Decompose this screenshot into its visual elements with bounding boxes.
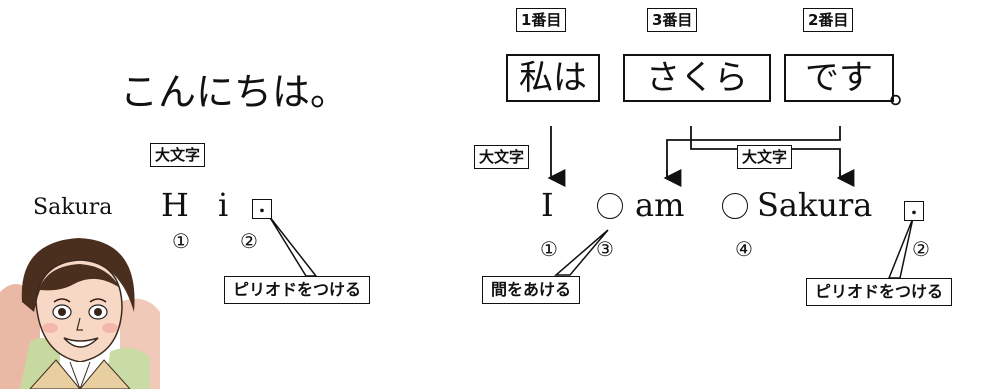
word-box-watashiha: 私は [506, 54, 600, 102]
pointer-period-left [268, 215, 318, 277]
num-right-3: ③ [596, 237, 614, 261]
callout-space: 間をあける [482, 276, 581, 304]
word-box-desu: です [784, 54, 894, 102]
num-left-2: ② [240, 229, 258, 253]
num-left-1: ① [172, 229, 190, 253]
word-box-sakura: さくら [623, 54, 771, 102]
greeting-japanese: こんにちは。 [120, 70, 349, 114]
capital-tag-i: 大文字 [474, 145, 530, 169]
num-right-4: ④ [735, 237, 753, 261]
arrow-connector-desu-am [666, 126, 841, 178]
letter-i: i [218, 186, 229, 224]
letter-h: H [161, 186, 189, 224]
japanese-period: 。 [889, 72, 923, 112]
space-circle-1 [597, 193, 623, 219]
callout-period-left: ピリオドをつける [224, 276, 371, 304]
space-circle-2 [722, 193, 748, 219]
period-right: . [910, 195, 918, 219]
order-tag-3: 3番目 [647, 8, 698, 32]
word-sakura: Sakura [757, 186, 873, 224]
order-tag-1: 1番目 [516, 8, 567, 32]
order-tag-2: 2番目 [803, 8, 854, 32]
num-right-1: ① [540, 237, 558, 261]
period-box-right: . [904, 197, 924, 221]
word-am: am [635, 186, 685, 224]
word-i: I [541, 186, 554, 224]
pointer-period-right [887, 217, 914, 279]
period-left: . [258, 193, 266, 217]
num-right-2: ② [912, 237, 930, 261]
pointer-space [553, 229, 609, 276]
period-box-left: . [252, 195, 272, 219]
sakura-illustration [0, 232, 160, 389]
capital-tag-h: 大文字 [150, 143, 206, 167]
speaker-name: Sakura [33, 195, 113, 220]
capital-tag-sakura: 大文字 [737, 145, 793, 169]
callout-period-right: ピリオドをつける [806, 278, 953, 306]
